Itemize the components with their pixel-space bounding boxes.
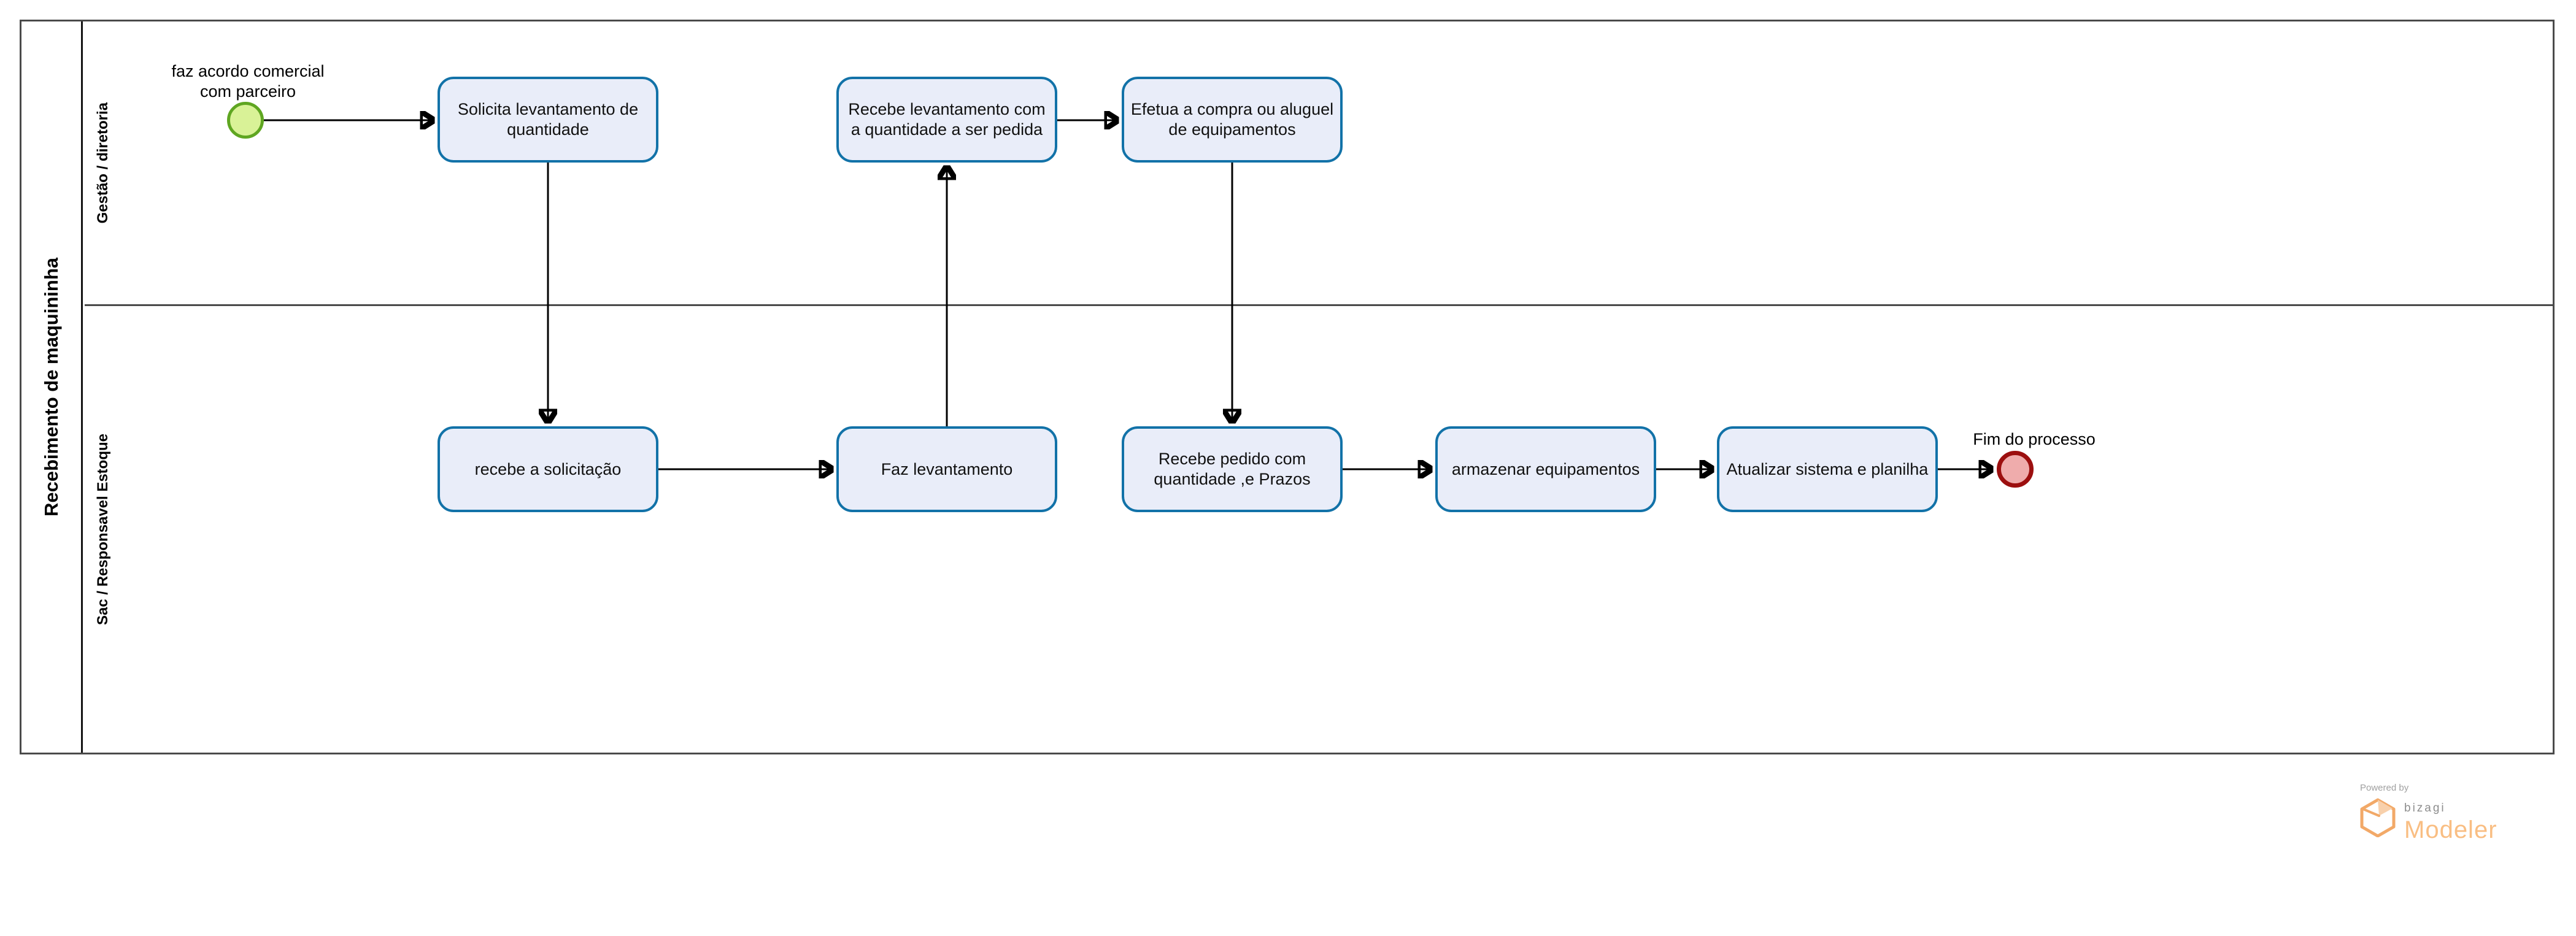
task-atualizar-sistema[interactable]: Atualizar sistema e planilha <box>1717 426 1938 512</box>
bizagi-box-icon <box>2360 798 2396 837</box>
end-event-label: Fim do processo <box>1973 430 2096 448</box>
pool-title: Recebimento de maquininha <box>40 257 62 516</box>
powered-by-text: Powered by <box>2360 783 2409 793</box>
pool-title-column: Recebimento de maquininha <box>21 21 83 753</box>
lane-gestao-diretoria: Gestão / diretoria <box>85 21 2553 304</box>
task-armazenar-equipamentos[interactable]: armazenar equipamentos <box>1435 426 1656 512</box>
end-event[interactable] <box>1997 451 2034 488</box>
modeler-wordmark: Modeler <box>2404 816 2497 843</box>
task-recebe-levantamento[interactable]: Recebe levantamento com a quantidade a s… <box>836 77 1057 163</box>
task-faz-levantamento[interactable]: Faz levantamento <box>836 426 1057 512</box>
lanes-container: Gestão / diretoria Sac / Responsavel Est… <box>85 21 2553 753</box>
bizagi-wordmark: bizagi <box>2404 802 2446 815</box>
lane-sac-responsavel-estoque: Sac / Responsavel Estoque <box>85 304 2553 753</box>
task-recebe-solicitacao[interactable]: recebe a solicitação <box>438 426 658 512</box>
lane-label-column: Sac / Responsavel Estoque <box>85 306 121 753</box>
task-recebe-pedido[interactable]: Recebe pedido com quantidade ,e Prazos <box>1122 426 1343 512</box>
task-solicita-levantamento[interactable]: Solicita levantamento de quantidade <box>438 77 658 163</box>
start-event-label: faz acordo comercial com parceiro <box>171 62 325 101</box>
task-efetua-compra-aluguel[interactable]: Efetua a compra ou aluguel de equipament… <box>1122 77 1343 163</box>
pool-recebimento: Recebimento de maquininha Gestão / diret… <box>20 20 2555 754</box>
bizagi-branding: Powered by bizagi Modeler <box>2360 783 2497 844</box>
lane-label-column: Gestão / diretoria <box>85 21 121 304</box>
lane-label: Gestão / diretoria <box>94 102 111 224</box>
start-event[interactable] <box>227 102 264 139</box>
lane-label: Sac / Responsavel Estoque <box>94 433 111 626</box>
